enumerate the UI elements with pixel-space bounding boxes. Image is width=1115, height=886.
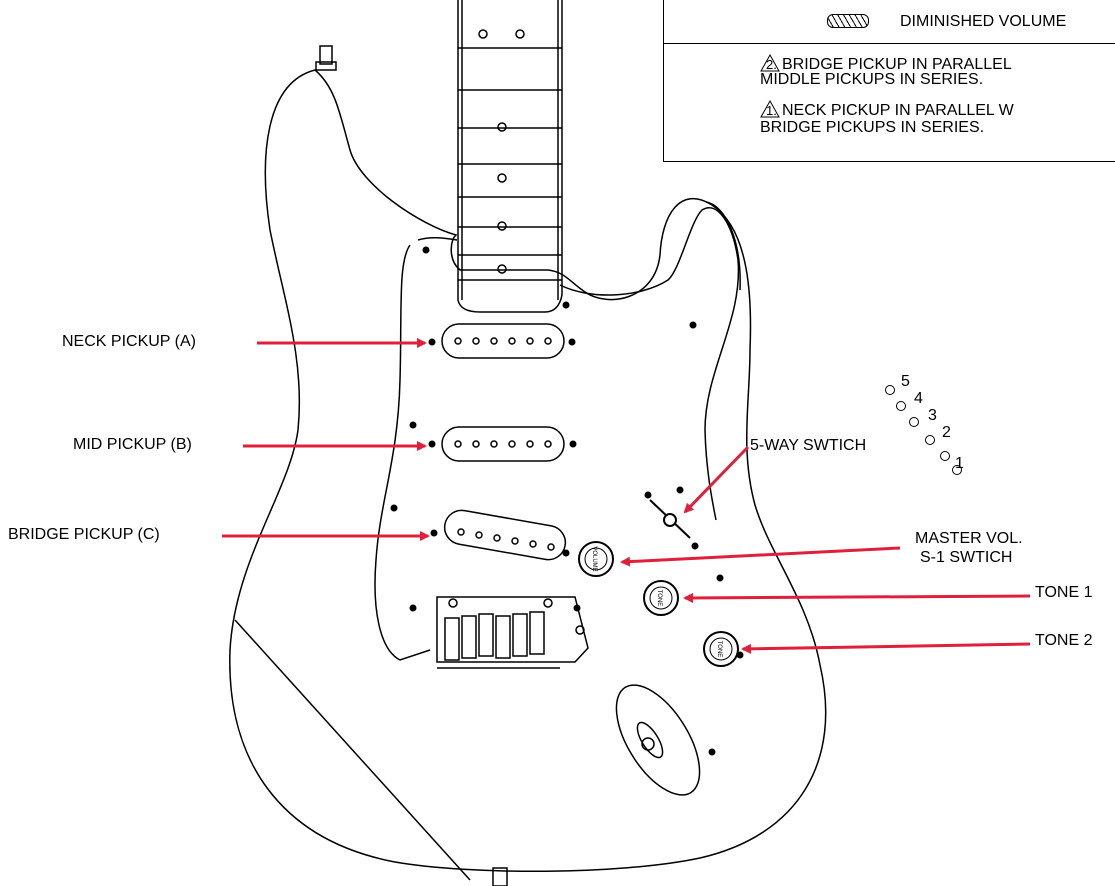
switch-position-4: 4 (914, 390, 923, 407)
mid-pickup (441, 426, 565, 462)
note2-marker: 2. (766, 57, 777, 72)
legend-box: DIMINISHED VOLUME 2. BRIDGE PICKUP IN PA… (663, 0, 1115, 162)
bridge-pickup (443, 509, 567, 561)
switch-position-dots (885, 385, 962, 475)
five-way-switch-label: 5-WAY SWTICH (750, 437, 867, 454)
tone2-arrow (741, 642, 1031, 654)
tone2-label: TONE 2 (1035, 632, 1093, 649)
volume-knob: VOLUME (578, 541, 614, 577)
tone1-knob-text: TONE (656, 590, 662, 607)
switch-position-5: 5 (901, 373, 910, 390)
guitar-neck (457, 0, 563, 313)
tone1-arrow (683, 592, 1031, 603)
note1-warning-icon (760, 99, 780, 118)
note2-warning-icon (760, 53, 780, 72)
bridge-pickup-label: BRIDGE PICKUP (C) (8, 526, 160, 543)
output-jack-plate (615, 684, 701, 796)
five-way-switch (649, 499, 691, 539)
five-way-switch-arrow (683, 445, 750, 514)
master-vol-arrow (620, 546, 901, 567)
legend-note2-line1: BRIDGE PICKUP IN PARALLEL (782, 56, 1012, 73)
master-vol-label-line2: S-1 SWTICH (920, 549, 1013, 566)
note1-marker: 1. (766, 103, 777, 118)
volume-knob-text: VOLUME (591, 546, 597, 571)
neck-pickup (441, 323, 565, 359)
legend-diminished-volume: DIMINISHED VOLUME (900, 13, 1067, 30)
neck-pickup-label: NECK PICKUP (A) (62, 333, 196, 350)
legend-note1-line1: NECK PICKUP IN PARALLEL W (782, 102, 1014, 119)
switch-position-2: 2 (942, 424, 951, 441)
tone2-knob: TONE (703, 631, 739, 667)
tone1-label: TONE 1 (1035, 584, 1093, 601)
diminished-volume-icon (827, 14, 869, 28)
switch-position-1: 1 (955, 455, 964, 472)
legend-note1-line2: BRIDGE PICKUPS IN SERIES. (760, 119, 985, 136)
tone1-knob: TONE (643, 580, 679, 616)
mid-pickup-label: MID PICKUP (B) (73, 436, 192, 453)
master-vol-label-line1: MASTER VOL. (915, 530, 1023, 547)
legend-divider (664, 43, 1115, 44)
tremolo-bridge (436, 596, 589, 669)
legend-note2-line2: MIDDLE PICKUPS IN SERIES. (760, 71, 984, 88)
pickguard-screws (390, 246, 744, 756)
callout-arrows (222, 338, 1031, 654)
guitar-body (229, 45, 827, 886)
tone2-knob-text: TONE (716, 641, 722, 658)
switch-position-3: 3 (928, 407, 937, 424)
